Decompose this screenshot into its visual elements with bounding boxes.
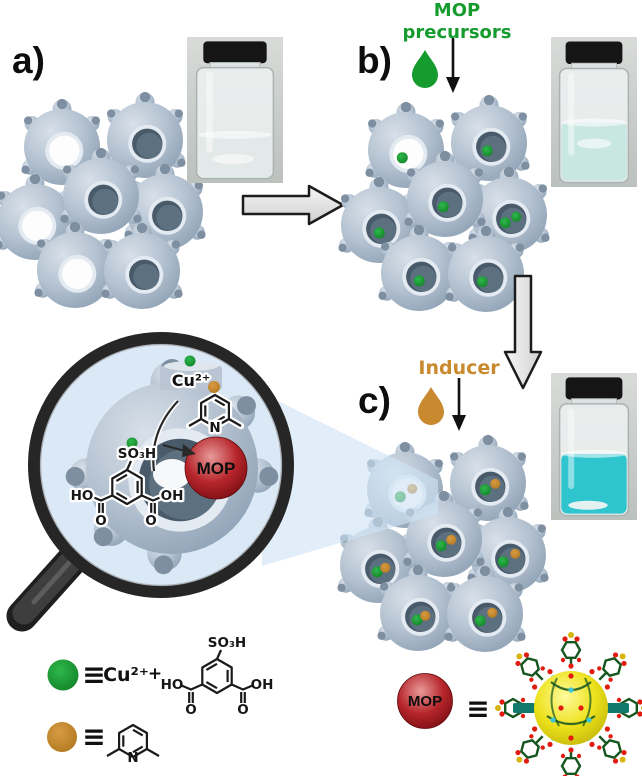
vial-cap [565,377,623,400]
vial-liquid [561,453,627,514]
cage [337,516,419,603]
cage [447,434,529,521]
vial-cap [203,41,267,64]
panel-c-label: c) [358,380,391,421]
inducer-dot-icon [487,607,498,618]
o-label: O [237,702,248,718]
magnifier-ring [28,332,294,598]
cu-dot-icon [184,355,196,367]
cage [404,150,486,237]
vial-cap [565,41,623,64]
panel-b-label: b) [357,40,392,81]
cage [104,91,186,178]
cage [365,101,447,188]
add-inducer-arrow-icon [452,378,466,431]
mop-precursors-annotation: MOP precursors [402,0,512,93]
o-label: O [145,513,156,529]
sulfoisophthalic-acid-structure-magnified [88,457,166,518]
inducer-dot-icon [420,610,431,621]
inducer-dot-icon [446,534,457,545]
cu-dot-icon [481,145,493,157]
add-precursor-arrow-icon [446,38,460,93]
pyridine-n-label: N [209,420,220,436]
panel-a-label: a) [12,40,45,81]
orange-dot-legend-icon [47,722,77,752]
cu-dot-icon [396,152,408,164]
cu-ion-label: Cu²⁺ [172,371,211,390]
cu-dot-icon [499,217,511,229]
vial-photo-a [187,37,283,183]
oh-label: OH [251,677,274,693]
cage [448,94,530,181]
mop-sphere-legend [397,673,453,729]
pyridine-n-label: N [127,750,138,766]
inducer-dot-icon [510,548,521,559]
vial-liquid [561,122,627,181]
cu-dot-icon [371,566,383,578]
sulfoisophthalic-acid-structure [181,649,253,703]
oh-label: OH [161,488,184,504]
legend: ≡ Cu²⁺ + SO₃H HO OH O O ≡ N MOP ≡ [47,632,642,776]
so3h-label: SO₃H [208,635,246,651]
cu-dot-icon [435,540,447,552]
lutidine-structure [106,723,160,759]
cage [403,490,485,577]
equiv-symbol: ≡ [82,720,105,753]
plus-sign: + [148,664,162,684]
cu-dot-icon [479,484,491,496]
arrow-a-to-b [241,184,345,226]
inducer-droplet-icon [418,387,444,425]
cu-dot-icon [413,275,425,287]
inducer-annotation: Inducer [418,357,500,431]
ho-label: HO [161,677,184,693]
cage-cluster-a [0,91,206,309]
mop-sphere-label: MOP [197,459,236,478]
lutidine-structure-magnified [185,391,245,431]
mop-sphere-label: MOP [408,693,442,710]
cage [60,147,142,234]
cu-dot-icon [411,614,423,626]
mop-precursor-droplet-icon [412,50,438,88]
equiv-symbol: ≡ [466,692,489,725]
mop-crystal-structure [495,632,642,776]
mop-precursors-label-line1: MOP [434,0,480,21]
ho-label: HO [71,488,94,504]
inducer-label: Inducer [418,357,500,379]
o-label: O [95,513,106,529]
inducer-dot-icon [490,478,501,489]
cu-dot-icon [437,201,449,213]
legend-cu-label: Cu²⁺ [103,664,149,686]
magnifier-inset: Cu²⁺ SO₃H HO OH O O N MOP [6,332,294,632]
mop-precursors-label-line2: precursors [402,22,511,43]
equiv-symbol: ≡ [82,658,105,691]
inducer-dot-icon [380,562,391,573]
so3h-label: SO₃H [118,446,156,462]
green-dot-legend-icon [47,659,79,691]
cu-dot-icon [511,211,522,222]
arrow-to-mop-icon [182,444,196,457]
cage-neck [160,366,222,390]
arrow-b-to-c [503,274,543,390]
inducer-dot-icon [208,381,220,393]
guide-curve [152,400,179,472]
cage [444,565,526,652]
vial-photo-b [551,37,637,187]
o-label: O [185,702,196,718]
mop-sphere-magnified [184,436,248,500]
vial-photo-c [551,373,637,520]
cu-dot-icon [474,615,486,627]
cu-dot-icon [373,227,385,239]
cage-cluster-b [338,94,550,312]
cage-cluster-c [337,434,549,652]
cu-dot-icon [497,556,509,568]
cage [101,222,183,309]
cu-dot-icon [476,276,488,288]
cu-dot-icon [126,437,138,449]
magnifier-beam [262,393,438,566]
